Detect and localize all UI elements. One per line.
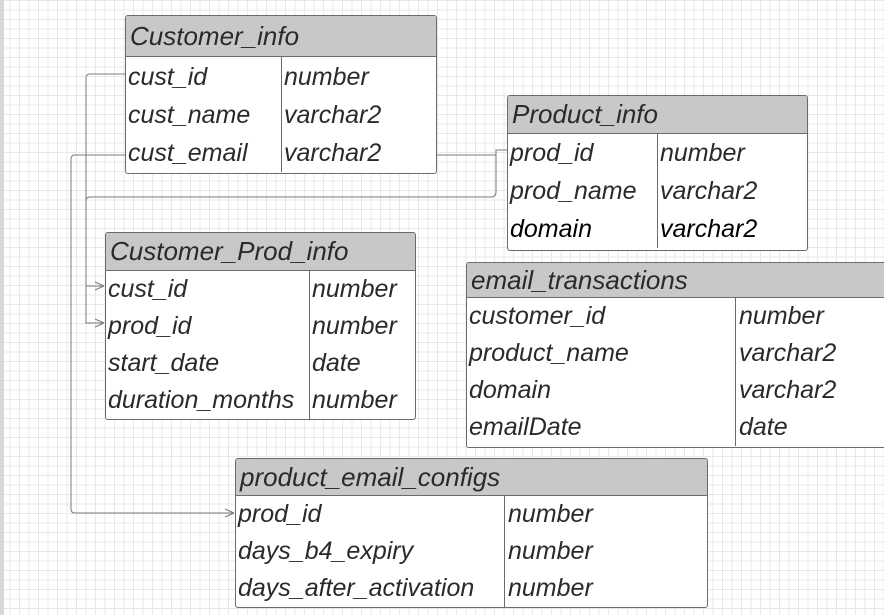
column-name: start_date (108, 349, 220, 377)
column-type: number (508, 574, 593, 602)
column-name: cust_id (128, 62, 208, 91)
table-row[interactable]: prod_id number (236, 496, 707, 533)
column-divider (281, 57, 282, 172)
column-type: date (312, 349, 361, 377)
table-title-product-email-configs: product_email_configs (236, 459, 707, 496)
crowfoot-prod-email (224, 508, 235, 518)
column-type: date (739, 413, 788, 441)
column-name: prod_id (108, 312, 192, 340)
table-email-transactions[interactable]: email_transactions customer_id number pr… (466, 262, 884, 448)
column-name: cust_name (128, 100, 251, 129)
table-row[interactable]: cust_id number (106, 271, 415, 308)
column-type: varchar2 (284, 100, 382, 129)
column-name: prod_id (238, 500, 322, 528)
table-row[interactable]: product_name varchar2 (467, 335, 884, 372)
table-row[interactable]: cust_name varchar2 (126, 96, 436, 134)
column-name: prod_name (510, 176, 637, 205)
column-divider (309, 271, 310, 419)
column-type: varchar2 (660, 214, 758, 243)
crowfoot-cust-id (94, 281, 105, 291)
column-type: number (284, 62, 369, 91)
table-title: product_email_configs (240, 461, 501, 492)
table-row[interactable]: cust_email varchar2 (126, 134, 436, 172)
column-name: domain (469, 376, 551, 404)
column-type: varchar2 (739, 376, 837, 404)
column-type: number (508, 537, 593, 565)
column-name: cust_email (128, 138, 248, 167)
table-title: email_transactions (471, 264, 688, 295)
table-title: Product_info (512, 99, 658, 129)
column-divider (504, 496, 505, 607)
table-title-product-info: Product_info (508, 96, 807, 134)
table-title: Customer_info (130, 20, 300, 51)
table-row[interactable]: days_after_activation number (236, 570, 707, 607)
column-name: domain (510, 214, 592, 243)
table-row[interactable]: customer_id number (467, 298, 884, 335)
table-row[interactable]: prod_id number (508, 134, 807, 172)
column-name: cust_id (108, 275, 188, 303)
table-title-customer-prod-info: Customer_Prod_info (106, 233, 415, 271)
column-name: duration_months (108, 386, 295, 414)
table-row[interactable]: domain varchar2 (467, 372, 884, 409)
table-title: Customer_Prod_info (110, 236, 349, 266)
column-divider (735, 298, 736, 446)
column-type: varchar2 (284, 138, 382, 167)
column-type: number (508, 500, 593, 528)
table-title-email-transactions: email_transactions (467, 263, 884, 298)
column-type: number (312, 312, 397, 340)
column-type: number (660, 138, 745, 167)
table-product-email-configs[interactable]: product_email_configs prod_id number day… (235, 458, 708, 608)
column-name: days_after_activation (238, 574, 475, 602)
column-name: customer_id (469, 302, 606, 330)
column-name: product_name (469, 339, 629, 367)
crowfoot-prod-id (94, 318, 105, 328)
column-divider (657, 134, 658, 248)
column-type: varchar2 (739, 339, 837, 367)
canvas-left-edge (0, 0, 4, 615)
table-product-info[interactable]: Product_info prod_id number prod_name va… (507, 95, 808, 251)
table-row[interactable]: days_b4_expiry number (236, 533, 707, 570)
table-row[interactable]: domain varchar2 (508, 210, 807, 248)
table-row[interactable]: prod_id number (106, 308, 415, 345)
column-type: varchar2 (660, 176, 758, 205)
table-title-customer-info: Customer_info (126, 16, 436, 57)
table-customer-prod-info[interactable]: Customer_Prod_info cust_id number prod_i… (105, 232, 416, 420)
table-row[interactable]: emailDate date (467, 409, 884, 446)
column-type: number (312, 275, 397, 303)
column-type: number (312, 386, 397, 414)
column-name: days_b4_expiry (238, 537, 414, 565)
column-name: prod_id (510, 138, 594, 167)
column-name: emailDate (469, 413, 582, 441)
table-row[interactable]: start_date date (106, 345, 415, 382)
table-row[interactable]: cust_id number (126, 58, 436, 96)
table-row[interactable]: prod_name varchar2 (508, 172, 807, 210)
table-customer-info[interactable]: Customer_info cust_id number cust_name v… (125, 15, 437, 174)
column-type: number (739, 302, 824, 330)
table-row[interactable]: duration_months number (106, 382, 415, 419)
